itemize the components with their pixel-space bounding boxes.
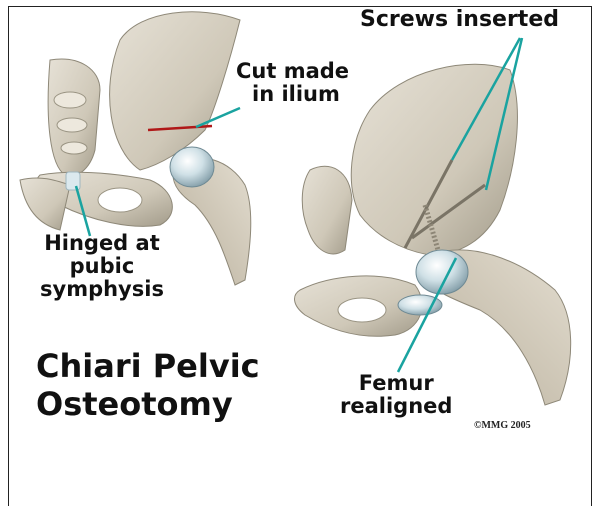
label-screws-inserted: Screws inserted [360, 8, 559, 32]
label-cut-line1: Cut made [236, 60, 349, 83]
label-hinged-line1: Hinged at [40, 232, 164, 255]
left-femoral-head [170, 147, 214, 187]
label-cut-line2: in ilium [236, 83, 349, 106]
right-sacrum-edge [302, 166, 352, 254]
label-hinged-line3: symphysis [40, 278, 164, 301]
label-femur-line2: realigned [340, 395, 452, 418]
copyright-text: ©MMG 2005 [474, 420, 531, 431]
title-line2: Osteotomy [36, 386, 260, 424]
left-ilium [110, 12, 240, 170]
diagram-title: Chiari Pelvic Osteotomy [36, 348, 260, 424]
label-femur-realigned: Femur realigned [340, 372, 452, 418]
label-hinged-line2: pubic [40, 255, 164, 278]
label-cut-made: Cut made in ilium [236, 60, 349, 106]
pubic-symphysis [66, 172, 80, 190]
label-femur-line1: Femur [340, 372, 452, 395]
title-line1: Chiari Pelvic [36, 348, 260, 386]
right-pelvis [295, 64, 571, 405]
label-hinged: Hinged at pubic symphysis [40, 232, 164, 301]
